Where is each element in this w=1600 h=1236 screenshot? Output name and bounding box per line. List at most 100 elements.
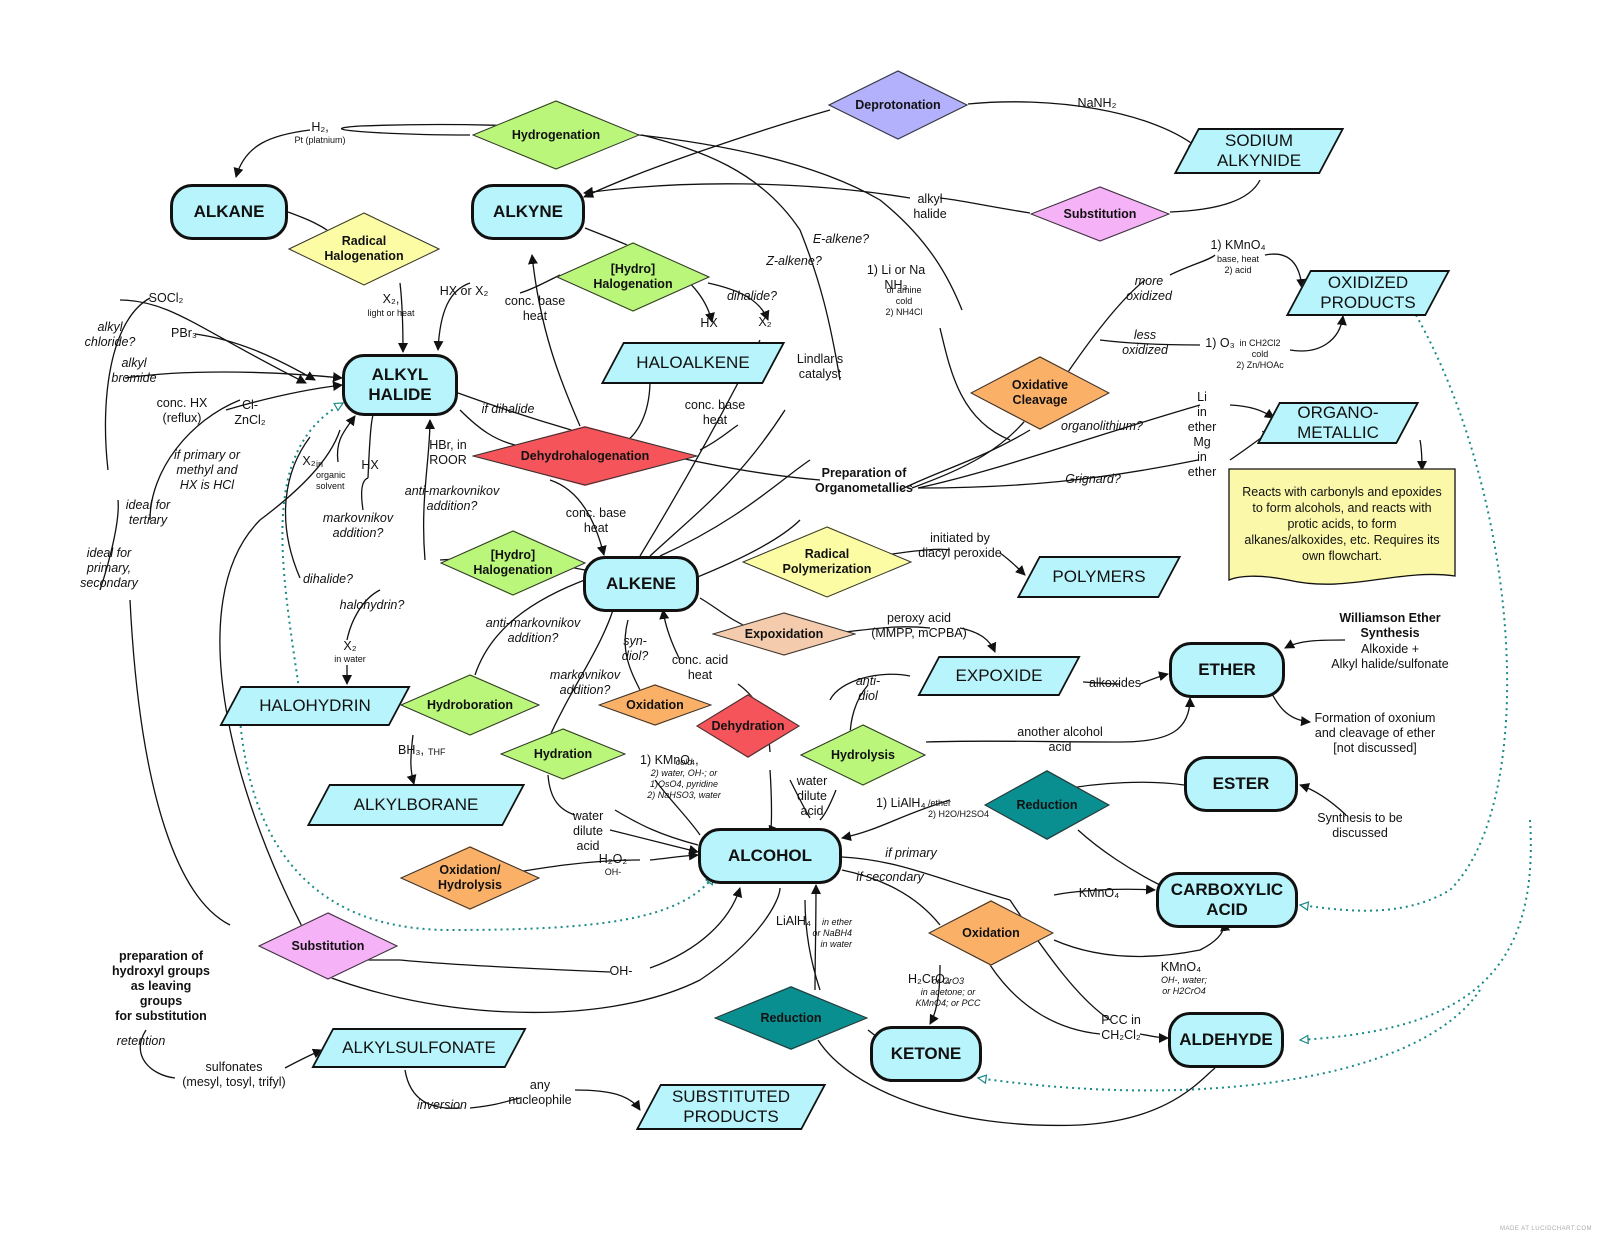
diamond-outline [472,426,698,486]
label-h2o2-sm: OH- [604,867,622,877]
label-if-secondary: if secondary [856,870,924,884]
label-water-dilute-1: water dilute acid [572,809,604,853]
node-alkylsulfonate-label: ALKYLSULFONATE [342,1038,496,1057]
node-alcohol-label: ALCOHOL [727,846,813,865]
reaction-hydrogenation-label: Hydrogenation [511,127,601,142]
reaction-expoxidation-label: Expoxidation [744,626,824,641]
reaction-oxidation-mid[interactable]: Oxidation [598,684,712,726]
reaction-hydration[interactable]: Hydration [500,728,626,780]
reaction-reduction-right-label: Reduction [1016,797,1078,812]
node-substituted-products[interactable]: SUBSTITUTED PRODUCTS [635,1084,827,1130]
reaction-oxidative-cleavage-label: Oxidative Cleavage [1011,378,1069,407]
node-halohydrin[interactable]: HALOHYDRIN [219,686,411,726]
node-aldehyde-label: ALDEHYDE [1179,1030,1273,1049]
reaction-radical-halogenation[interactable]: Radical Halogenation [288,212,440,286]
diamond-outline [440,530,586,596]
reaction-hydroboration[interactable]: Hydroboration [400,674,540,736]
label-hx-1: HX [700,316,718,330]
reaction-expoxidation[interactable]: Expoxidation [712,612,856,656]
label-alkyl-chloride: alkyl chloride? [84,320,136,349]
label-socl2: SOCl₂ [148,291,184,305]
node-alkyne[interactable]: ALKYNE [471,184,585,240]
node-haloalkene[interactable]: HALOALKENE [600,342,786,384]
node-expoxide[interactable]: EXPOXIDE [917,656,1081,696]
label-synthesis-discussed: Synthesis to be discussed [1317,811,1403,840]
reaction-hydrolysis-label: Hydrolysis [831,747,895,762]
node-sodium-alkynide[interactable]: SODIUM ALKYNIDE [1173,128,1345,174]
node-alkene[interactable]: ALKENE [583,556,699,612]
reaction-reduction-bottom[interactable]: Reduction [714,986,868,1050]
label-pcc: PCC in CH₂Cl₂ [1101,1013,1141,1042]
reaction-substitution-bottom[interactable]: Substitution [258,912,398,980]
node-ether[interactable]: ETHER [1169,642,1285,698]
node-aldehyde[interactable]: ALDEHYDE [1168,1012,1284,1068]
reaction-deprotonation-label: Deprotonation [855,97,941,112]
reaction-substitution-top[interactable]: Substitution [1030,186,1170,242]
node-polymers-label: POLYMERS [1052,567,1146,586]
reaction-radical-polymerization-label: Radical Polymerization [782,547,872,576]
label-lialh4-water: LiAlH₄ [776,914,811,928]
node-organometallic[interactable]: ORGANO- METALLIC [1256,402,1420,444]
node-organometallic-label: ORGANO- METALLIC [1297,403,1379,442]
diamond-outline [472,100,640,170]
diamond-outline [928,900,1054,966]
node-alkyne-label: ALKYNE [493,202,563,221]
label-ideal-primary: ideal for primary, secondary [80,546,138,590]
label-prep-organometallics: Preparation of Organometallics [815,466,913,495]
label-kmno4-water-sm: OH-, water; or H2CrO4 [1160,975,1207,996]
label-another-alcohol: another alcohol acid [1017,725,1103,754]
label-x2-water: X₂ [343,639,357,653]
node-alcohol[interactable]: ALCOHOL [698,828,842,884]
diamond-outline [714,986,868,1050]
node-carboxylic-acid-label: CARBOXYLIC ACID [1170,880,1284,919]
diamond-outline [598,684,712,726]
label-conc-base-heat-3: conc. base heat [565,506,627,535]
reaction-radical-polymerization[interactable]: Radical Polymerization [742,526,912,598]
reaction-dehydration-label: Dehydration [711,718,785,733]
node-alkane-label: ALKANE [193,202,265,221]
reaction-reduction-right[interactable]: Reduction [984,770,1110,840]
label-kmno4-water: KMnO₄ [1160,960,1202,974]
label-anti-markovnikov-2: anti-markovnikov addition? [485,616,581,645]
label-if-primary: if primary [885,846,937,860]
reaction-substitution-top-label: Substitution [1063,206,1137,221]
label-sulfonates: sulfonates (mesyl, tosyl, trifyl) [182,1060,286,1089]
node-alkylsulfonate[interactable]: ALKYLSULFONATE [311,1028,527,1068]
node-carboxylic-acid[interactable]: CARBOXYLIC ACID [1156,872,1298,928]
label-li-ether: Li in ether Mg in ether [1187,390,1217,479]
label-lialh4-water-sm: in ether or NaBH4 in water [812,917,852,949]
node-alkyl-halide-label: ALKYL HALIDE [368,365,432,404]
node-alkyl-halide[interactable]: ALKYL HALIDE [342,354,458,416]
label-h2cro4: H₂CrO₄ [908,972,950,986]
node-ester[interactable]: ESTER [1184,756,1298,812]
node-alkylborane[interactable]: ALKYLBORANE [306,784,526,826]
reaction-oxidation-mid-label: Oxidation [626,697,684,712]
reaction-hydrogenation[interactable]: Hydrogenation [472,100,640,170]
label-lialh4-ether-sm: /ether 2) H2O/H2SO4 [928,798,990,819]
reaction-deprotonation[interactable]: Deprotonation [828,70,968,140]
label-h2: H₂, [311,120,329,134]
label-anti-diol: anti- diol [855,674,881,703]
reaction-hydro-halogenation-mid[interactable]: [Hydro] Halogenation [440,530,586,596]
node-alkane[interactable]: ALKANE [170,184,288,240]
node-oxidized-products[interactable]: OXIDIZED PRODUCTS [1285,270,1451,316]
reaction-hydro-halogenation-top[interactable]: [Hydro] Halogenation [556,242,710,312]
label-organolithium: organolithium? [1061,419,1143,433]
label-x2-1: X₂ [758,315,772,329]
reaction-oxidation-hydrolysis[interactable]: Oxidation/ Hydrolysis [400,846,540,910]
reaction-oxidative-cleavage[interactable]: Oxidative Cleavage [970,356,1110,430]
node-substituted-products-label: SUBSTITUTED PRODUCTS [671,1087,791,1126]
node-sodium-alkynide-label: SODIUM ALKYNIDE [1216,131,1302,170]
diamond-outline [800,724,926,786]
reaction-hydrolysis[interactable]: Hydrolysis [800,724,926,786]
node-ether-label: ETHER [1198,660,1256,679]
node-ketone[interactable]: KETONE [870,1026,982,1082]
reaction-oxidation-right-label: Oxidation [962,925,1020,940]
node-polymers[interactable]: POLYMERS [1016,556,1182,598]
reaction-hydro-halogenation-top-label: [Hydro] Halogenation [593,262,673,291]
label-alkoxides: alkoxides [1088,676,1142,690]
reaction-oxidation-right[interactable]: Oxidation [928,900,1054,966]
reaction-dehydration[interactable]: Dehydration [696,694,800,758]
reaction-dehydrohalogenation[interactable]: Dehydrohalogenation [472,426,698,486]
